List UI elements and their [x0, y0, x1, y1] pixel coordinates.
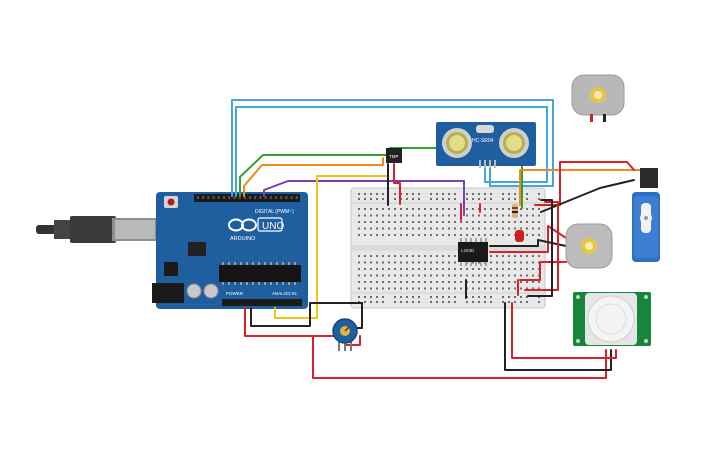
led-red[interactable]: [515, 230, 524, 242]
reset-button-cap: [167, 198, 175, 206]
usb-chip: [188, 242, 206, 256]
usb-cable-head: [70, 216, 116, 243]
wire-orange-tmp[interactable]: [243, 157, 384, 197]
wire-yellow[interactable]: [274, 175, 389, 319]
wire-black-servo[interactable]: [540, 179, 635, 213]
usb-cable-plug: [36, 225, 56, 234]
power-label: POWER: [226, 291, 244, 296]
brand-label: ARDUINO: [230, 236, 256, 242]
wire-cyan-2[interactable]: [235, 106, 548, 197]
digital-label: DIGITAL (PWM~): [255, 209, 294, 215]
wire-purple[interactable]: [263, 180, 465, 216]
ultrasonic-receiver: [506, 135, 522, 151]
dc-motor-right[interactable]: [565, 223, 613, 269]
wire-black-gnd[interactable]: [250, 302, 363, 327]
wire-black-rail[interactable]: [527, 199, 553, 297]
capacitor-1: [186, 283, 202, 299]
wire-orange-servo[interactable]: [519, 169, 643, 206]
power-jack: [152, 283, 184, 303]
wire-red-pir[interactable]: [312, 335, 607, 379]
temperature-sensor[interactable]: TMP: [386, 148, 402, 163]
tmp-label: TMP: [389, 154, 399, 159]
ultrasonic-sensor[interactable]: HC-SR04: [436, 122, 536, 168]
uno-badge: [257, 217, 283, 232]
pir-dome: [587, 295, 635, 343]
wires: [231, 99, 643, 379]
dc-motor-top[interactable]: [571, 74, 625, 122]
motor-driver-ic[interactable]: L293D: [458, 238, 488, 266]
atmega-chip: [219, 265, 301, 282]
crystal: [476, 125, 494, 133]
wire-red-pir-2[interactable]: [511, 302, 617, 359]
resistor[interactable]: [512, 204, 518, 218]
ultrasonic-label: HC-SR04: [472, 138, 494, 144]
digital-header[interactable]: [194, 194, 300, 202]
usb-port-shield: [115, 220, 155, 239]
arduino-uno-board[interactable]: DIGITAL (PWM~) ARDUINO UNO POWER ANALOG …: [36, 192, 308, 309]
potentiometer[interactable]: [332, 318, 358, 351]
ultrasonic-transmitter: [449, 135, 465, 151]
pir-sensor[interactable]: [573, 292, 651, 346]
analog-label: ANALOG IN: [272, 291, 297, 296]
servo-motor[interactable]: [632, 168, 660, 262]
breadboard[interactable]: [350, 187, 546, 309]
wire-red-pot[interactable]: [244, 307, 336, 337]
wire-red-tmp[interactable]: [393, 163, 401, 205]
usb-cable-body: [54, 220, 72, 239]
arduino-logo: ARDUINO: [228, 218, 257, 242]
capacitor-2: [203, 283, 219, 299]
power-analog-header[interactable]: [222, 299, 302, 306]
voltage-regulator: [164, 262, 178, 276]
model-label: UNO: [262, 221, 284, 232]
ic-label: L293D: [461, 248, 475, 253]
wire-black-pir[interactable]: [504, 302, 612, 371]
